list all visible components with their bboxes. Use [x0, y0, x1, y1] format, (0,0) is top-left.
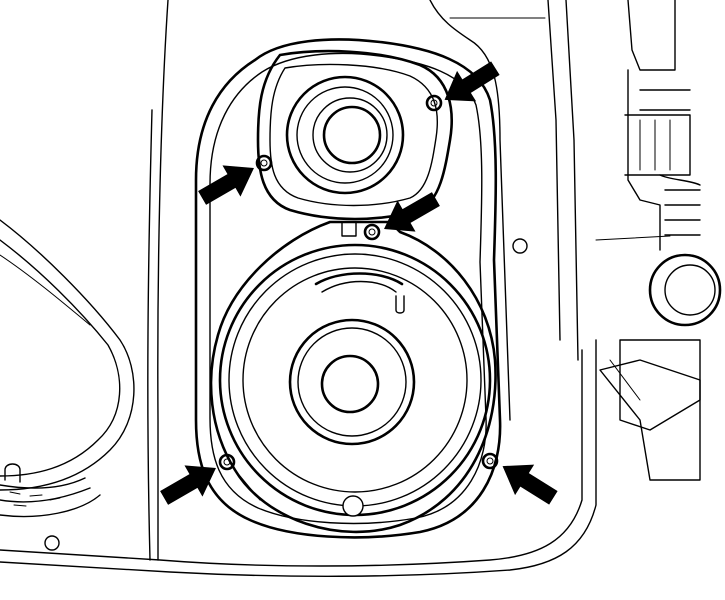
door-pocket [0, 219, 135, 518]
screw-icon [363, 223, 381, 241]
arrow-icon [435, 52, 505, 116]
panel-hole [44, 535, 60, 551]
tweeter-speaker [256, 49, 453, 221]
screw-icon [481, 452, 499, 470]
arrow-icon [193, 152, 263, 214]
arrow-icon [155, 452, 225, 514]
woofer-speaker [209, 220, 497, 534]
door-panel [0, 0, 671, 577]
screw-icon [255, 154, 273, 172]
panel-hole [512, 238, 528, 254]
door-mechanism [599, 0, 722, 481]
mounting-screws [218, 94, 499, 471]
arrow-icon [493, 450, 563, 514]
screw-icon [218, 453, 236, 471]
screw-icon [425, 94, 443, 112]
